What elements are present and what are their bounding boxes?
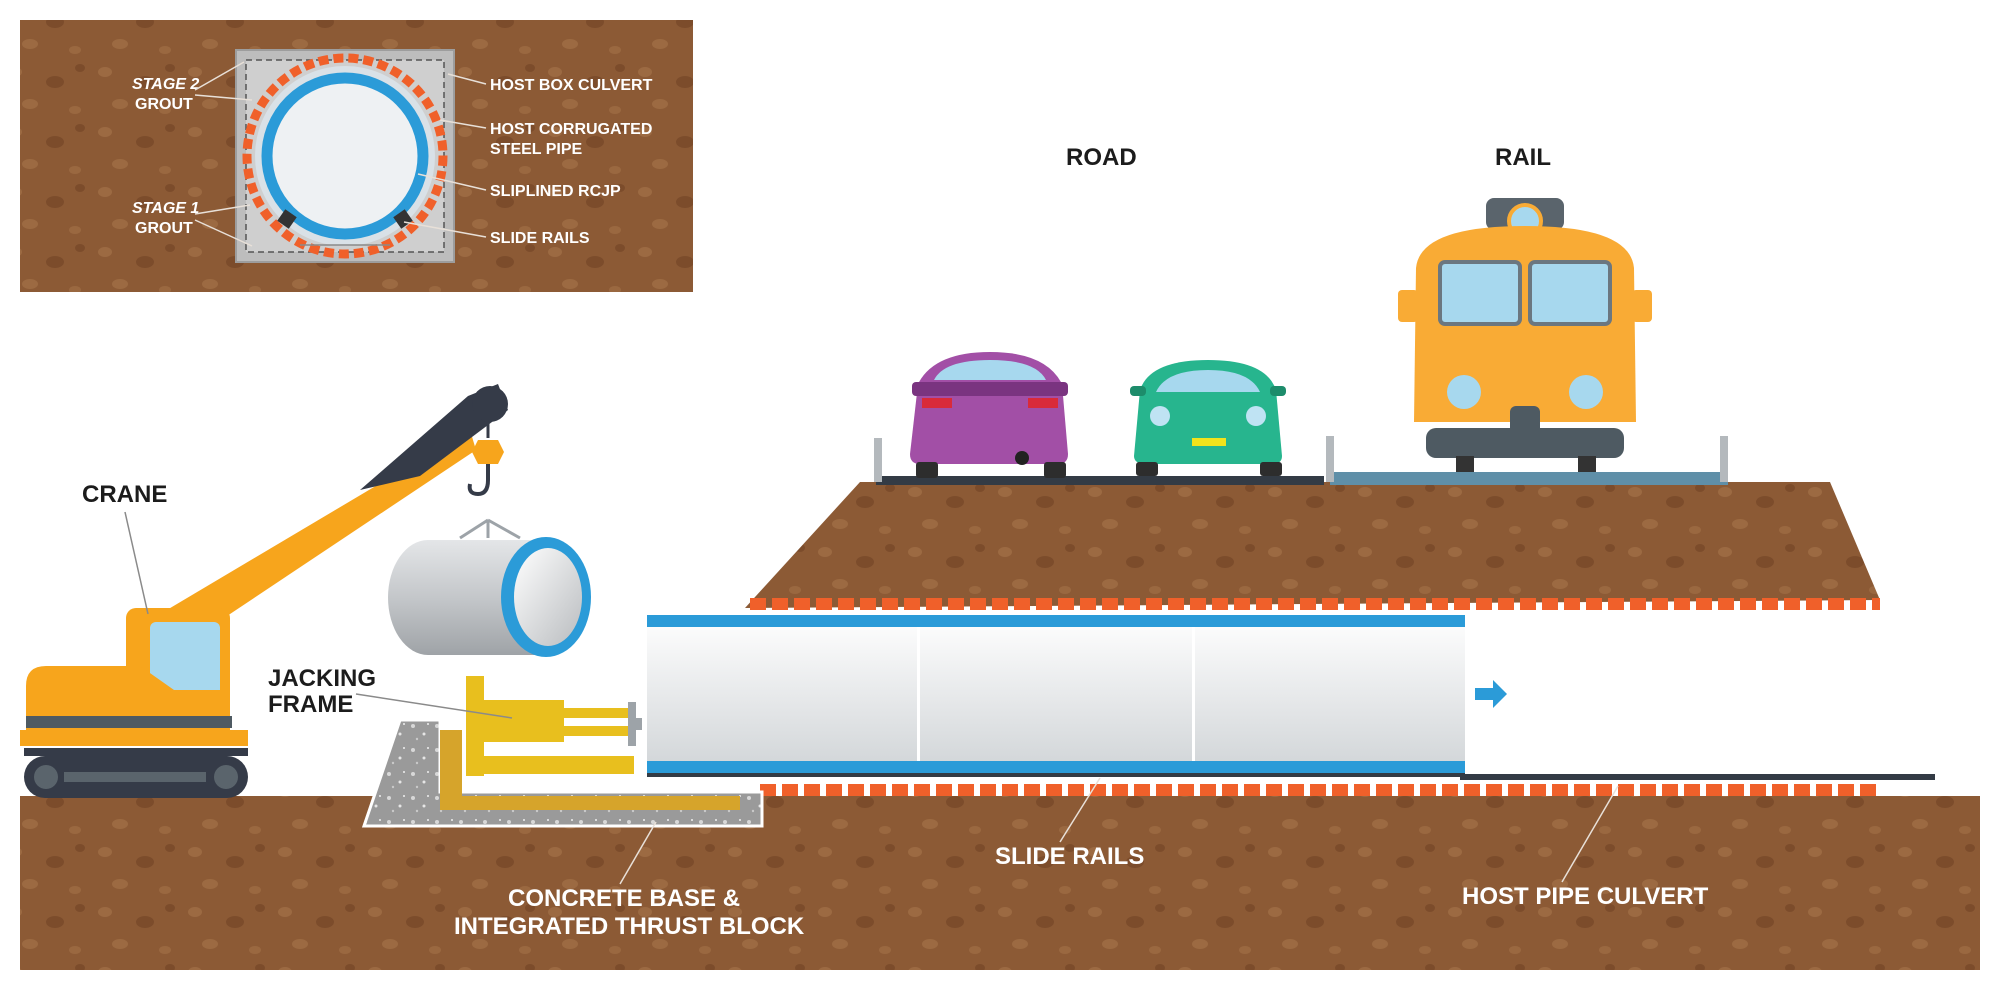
train — [1398, 198, 1652, 472]
crane-leader — [124, 511, 149, 615]
sliplined-rcjp-label: SLIPLINED RCJP — [490, 183, 621, 200]
inset-slide-rails-label: SLIDE RAILS — [490, 230, 590, 247]
jacking-frame — [466, 676, 642, 776]
stage1-leader-b — [194, 219, 253, 247]
road-deck — [876, 476, 1324, 485]
stage2-leader-b — [194, 94, 253, 101]
concrete-base — [361, 718, 764, 828]
hanging-pipe — [388, 518, 591, 657]
crane-jib — [360, 384, 508, 490]
jacking-frame-label-line2: FRAME — [268, 691, 353, 718]
slide-rails-label: SLIDE RAILS — [995, 843, 1144, 870]
road-section: ROAD — [874, 144, 1324, 485]
direction-arrow-icon — [1475, 680, 1507, 708]
hook-block — [472, 440, 504, 464]
crane-hook-icon — [467, 464, 490, 497]
green-car — [1130, 360, 1286, 476]
slide-rails-leader — [1059, 777, 1101, 843]
embankment — [745, 482, 1880, 610]
road-post-left — [874, 438, 882, 482]
crane — [20, 384, 508, 798]
sliplined-rcjp-leader — [417, 173, 487, 191]
stage2-label-line1: STAGE 2 — [132, 76, 199, 93]
host-pipe-invert — [1460, 774, 1935, 780]
pipe-segment-3 — [1195, 615, 1465, 777]
inset-cross-section: STAGE 2 GROUT STAGE 1 GROUT HOST BOX CUL… — [20, 20, 693, 292]
host-box-culvert-label: HOST BOX CULVERT — [490, 77, 653, 94]
host-pipe-culvert-label: HOST PIPE CULVERT — [1462, 883, 1709, 910]
host-pipe-culvert-leader — [1561, 785, 1619, 883]
stage1-leader-a — [194, 204, 251, 215]
stage1-label-line2: GROUT — [135, 220, 193, 237]
purple-car — [910, 352, 1068, 478]
slide-rail-strip — [647, 773, 1465, 777]
host-corrugated-steel-pipe — [242, 53, 448, 259]
host-corrugated-leader — [439, 119, 487, 129]
rail-deck — [1330, 472, 1728, 485]
rail-post-right — [1720, 436, 1728, 482]
inset-slide-rail-right — [393, 209, 413, 229]
pipe-segment-2 — [920, 615, 1192, 777]
stage2-label-line2: GROUT — [135, 96, 193, 113]
concrete-base-label-line2: INTEGRATED THRUST BLOCK — [454, 913, 805, 940]
ground-soil — [20, 796, 1980, 970]
crane-cab-window — [150, 622, 220, 697]
sliplined-rcjp — [261, 72, 429, 240]
stage2-leader-a — [194, 61, 245, 91]
embankment-soil — [745, 482, 1880, 608]
crane-label: CRANE — [82, 481, 167, 508]
host-box-culvert-leader — [447, 73, 487, 85]
inset-slide-rail-left — [277, 209, 297, 229]
host-corrugated-label-line2: STEEL PIPE — [490, 141, 583, 158]
inset-slide-rails-leader — [403, 221, 487, 238]
rail-post-left — [1326, 436, 1334, 482]
rail-section: RAIL — [1326, 144, 1728, 485]
concrete-base-label-line1: CONCRETE BASE & — [508, 885, 740, 912]
stage1-label-line1: STAGE 1 — [132, 200, 199, 217]
rail-label: RAIL — [1495, 144, 1551, 171]
host-corrugated-label-line1: HOST CORRUGATED — [490, 121, 652, 138]
pipe-segment-1 — [647, 615, 917, 777]
jacking-frame-label-line1: JACKING — [268, 665, 376, 692]
sliplined-pipe-string — [647, 615, 1507, 777]
pipe-top-band — [647, 615, 1465, 627]
crane-boom — [150, 430, 476, 650]
jacking-frame-leader — [355, 693, 513, 719]
road-label: ROAD — [1066, 144, 1137, 171]
concrete-base-leader — [619, 821, 657, 885]
pipe-bottom-band — [647, 761, 1465, 773]
